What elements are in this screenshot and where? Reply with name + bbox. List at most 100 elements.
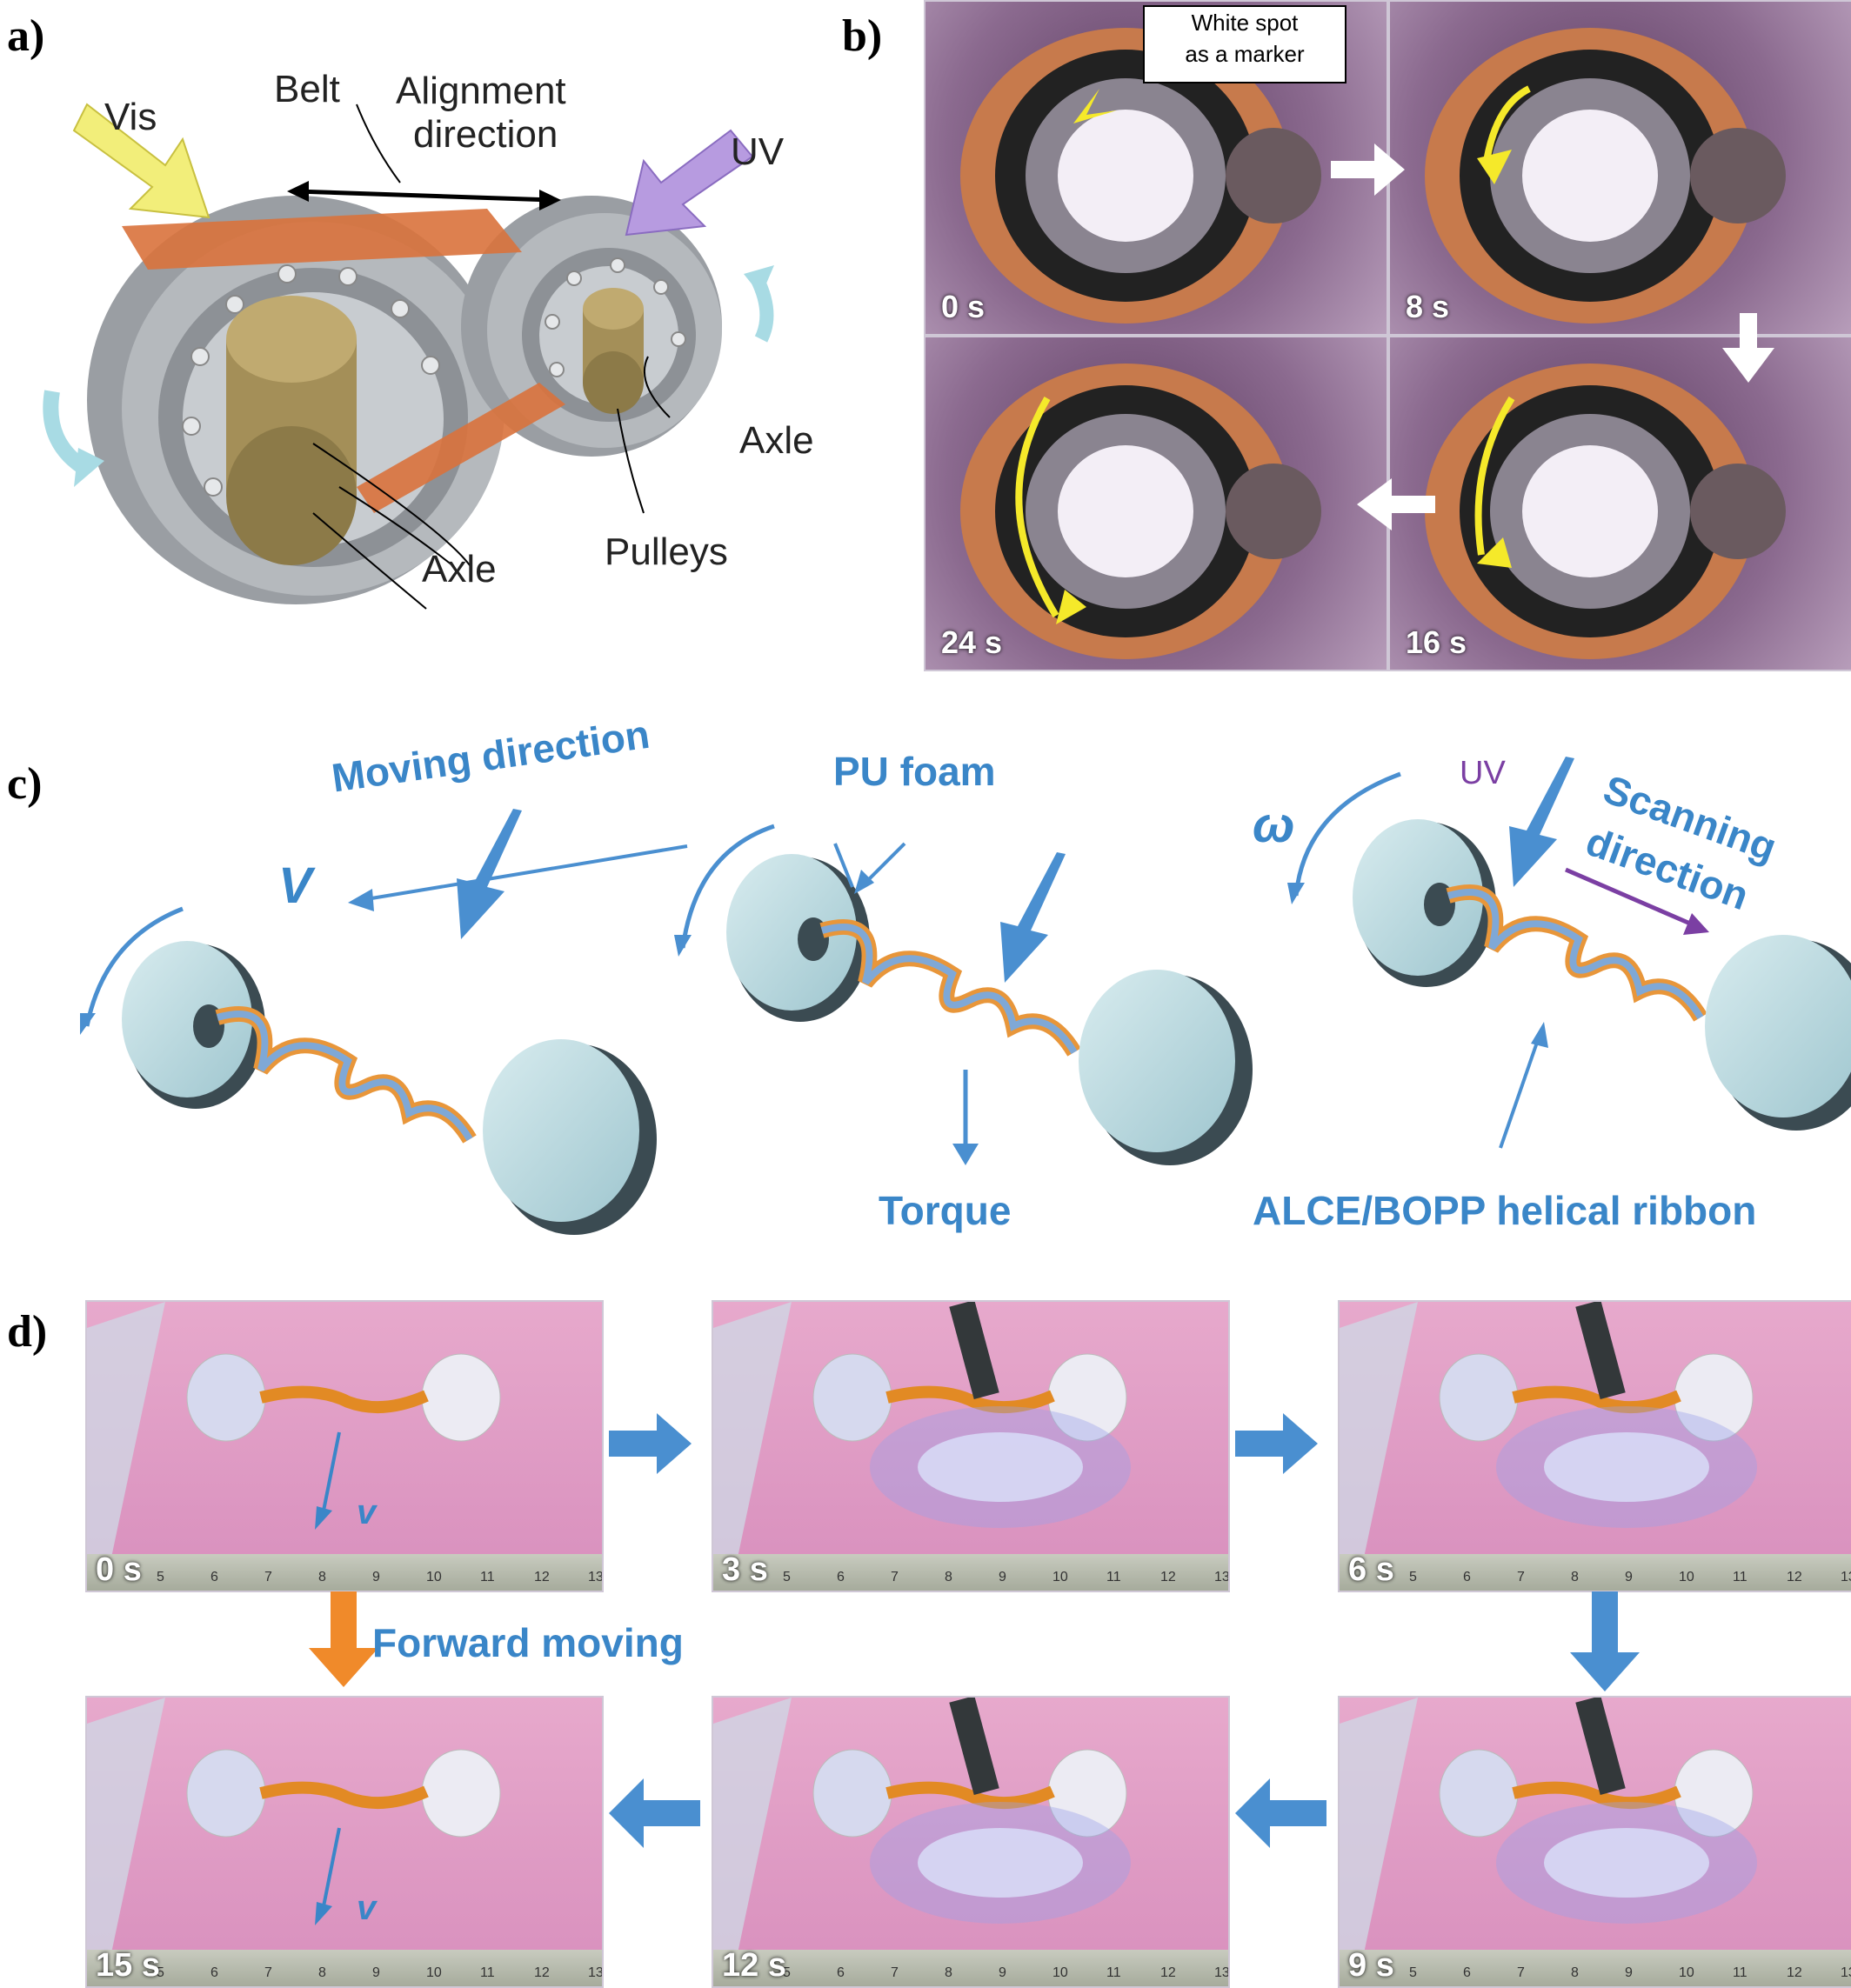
ruler-number: 12 — [1787, 1570, 1802, 1584]
label-v-d: v — [357, 1493, 377, 1531]
timestamp-16s: 16 s — [1406, 624, 1467, 660]
ruler-number: 5 — [157, 1570, 164, 1584]
label-axle-left: Axle — [422, 548, 497, 590]
ruler-number: 7 — [1517, 1965, 1525, 1980]
ruler-number: 6 — [210, 1965, 218, 1980]
photo-grid-b: White spot as a marker 0 s 8 s 24 s — [924, 0, 1851, 671]
ruler-number: 8 — [945, 1570, 952, 1584]
label-v-c: V — [278, 857, 312, 914]
ruler-number: 10 — [1679, 1965, 1694, 1980]
uv-arrow — [625, 129, 754, 237]
marker-callout: White spot as a marker — [1143, 5, 1346, 83]
vehicle-photo — [87, 1698, 501, 1986]
ruler-number: 13 — [1214, 1570, 1230, 1584]
ruler-number: 12 — [534, 1965, 550, 1980]
ruler-number: 13 — [1841, 1965, 1851, 1980]
bearing-illustration — [1425, 28, 1786, 324]
panel-label-c: c) — [7, 759, 43, 809]
ruler-number: 7 — [264, 1570, 272, 1584]
ruler-number: 13 — [588, 1570, 604, 1584]
label-uv-c: UV — [1460, 755, 1506, 791]
ruler-number: 10 — [426, 1570, 442, 1584]
label-pulleys: Pulleys — [605, 530, 728, 573]
label-direction: direction — [413, 113, 558, 156]
ruler-number: 7 — [1517, 1570, 1525, 1584]
bearing-illustration — [960, 364, 1321, 659]
ruler-number: 7 — [891, 1570, 899, 1584]
panel-label-a: a) — [7, 11, 45, 61]
label-vis: Vis — [104, 96, 157, 138]
bearing-illustration — [960, 28, 1321, 324]
label-pu-foam: PU foam — [833, 749, 996, 794]
ruler-number: 7 — [891, 1965, 899, 1980]
frame-d-5: 56789101112139 s — [1338, 1696, 1851, 1988]
ruler-number: 6 — [1463, 1965, 1471, 1980]
vehicle-diagram — [80, 757, 1851, 1235]
ruler-number: 5 — [1409, 1965, 1417, 1980]
frame-16s: 16 s — [1388, 336, 1851, 671]
ruler-number: 5 — [783, 1965, 791, 1980]
vehicle-left — [122, 809, 657, 1235]
label-ribbon: ALCE/BOPP helical ribbon — [1253, 1188, 1757, 1233]
frame-8s: 8 s — [1388, 0, 1851, 336]
arrow-left-icon — [609, 1778, 700, 1848]
arrow-left-icon — [1357, 478, 1435, 530]
ruler-number: 11 — [1733, 1570, 1747, 1584]
marker-text-2: as a marker — [1185, 41, 1305, 67]
ruler-number: 12 — [1160, 1965, 1176, 1980]
ruler-number: 10 — [1052, 1570, 1068, 1584]
timestamp-8s: 8 s — [1406, 289, 1450, 324]
bearing-illustration — [1425, 364, 1786, 659]
arrow-left-icon — [1235, 1778, 1326, 1848]
arrow-right-icon — [1235, 1413, 1318, 1474]
vehicle-photo — [87, 1302, 501, 1591]
ruler-number: 6 — [210, 1570, 218, 1584]
ruler-number: 11 — [1106, 1570, 1121, 1584]
ruler-number: 9 — [999, 1965, 1006, 1980]
ruler-number: 6 — [837, 1965, 845, 1980]
arrow-right-icon — [1331, 143, 1405, 196]
ruler-number: 8 — [318, 1965, 326, 1980]
ruler-number: 13 — [1214, 1965, 1230, 1980]
ruler-number: 13 — [588, 1965, 604, 1980]
ruler-number: 11 — [1733, 1965, 1747, 1980]
ruler-number: 10 — [426, 1965, 442, 1980]
vehicle-right — [1353, 757, 1851, 1149]
pulley-diagram — [43, 103, 774, 610]
ruler-number: 9 — [1625, 1965, 1633, 1980]
vehicle-photo — [1340, 1698, 1757, 1986]
ruler-number: 9 — [372, 1965, 380, 1980]
ruler-number: 9 — [999, 1570, 1006, 1584]
label-alignment: Alignment — [396, 70, 566, 112]
timestamp-24s: 24 s — [941, 624, 1003, 660]
frame-0s: White spot as a marker 0 s — [924, 0, 1388, 336]
frame-d-2: 56789101112136 s — [1338, 1300, 1851, 1592]
timestamp-d: 0 s — [96, 1551, 142, 1588]
forward-arrow-icon — [309, 1591, 378, 1687]
ruler-number: 12 — [1787, 1965, 1802, 1980]
label-belt: Belt — [274, 68, 340, 110]
ruler-number: 11 — [480, 1965, 495, 1980]
ruler-number: 9 — [1625, 1570, 1633, 1584]
marker-text-1: White spot — [1191, 10, 1299, 36]
timestamp-d: 9 s — [1348, 1947, 1394, 1984]
vehicle-photo — [1340, 1302, 1757, 1591]
label-axle-right: Axle — [739, 419, 814, 462]
ruler-number: 11 — [480, 1570, 495, 1584]
arrow-down-icon — [1570, 1591, 1640, 1691]
ruler-number: 10 — [1679, 1570, 1694, 1584]
ruler-number: 6 — [837, 1570, 845, 1584]
ruler-number: 8 — [318, 1570, 326, 1584]
vis-arrow — [72, 103, 210, 219]
ruler-number: 12 — [1160, 1570, 1176, 1584]
ruler-number: 7 — [264, 1965, 272, 1980]
panel-label-b: b) — [842, 11, 883, 61]
ruler-number: 6 — [1463, 1570, 1471, 1584]
arrow-down-icon — [1722, 313, 1774, 383]
frame-24s: 24 s — [924, 336, 1388, 671]
ruler-number: 11 — [1106, 1965, 1121, 1980]
